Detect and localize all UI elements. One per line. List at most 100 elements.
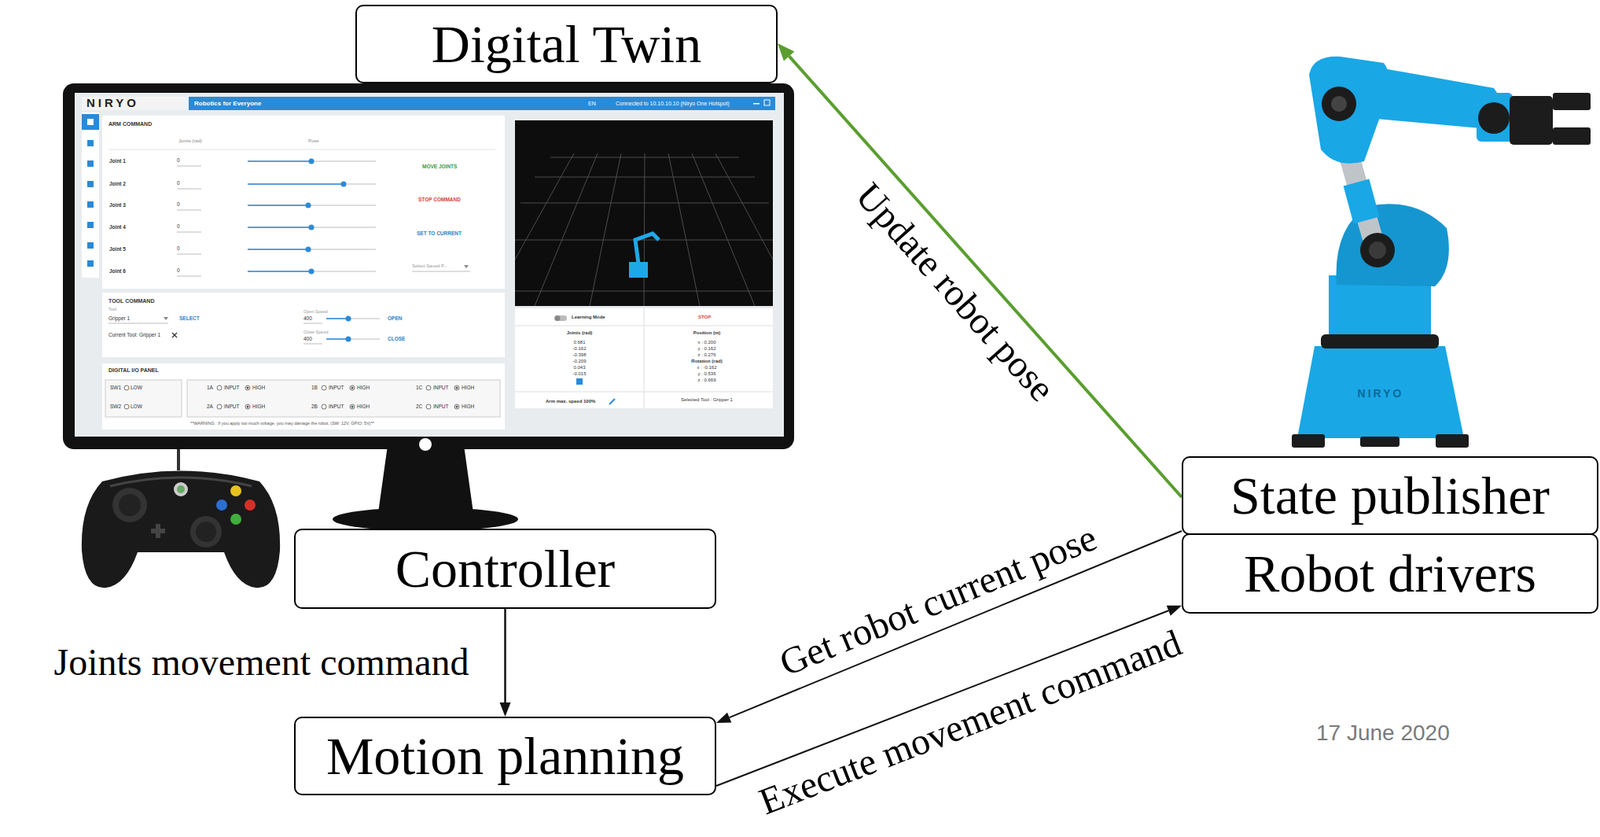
- arrowhead: [716, 712, 732, 723]
- illustration-shape: [454, 404, 460, 409]
- process-box: Controller: [294, 528, 717, 609]
- illustration-shape: [635, 233, 659, 264]
- screen-text: Joint 6: [109, 268, 126, 275]
- screen-text: 2C: [415, 403, 423, 410]
- illustration-shape: [108, 161, 471, 344]
- illustration-shape: [87, 221, 94, 229]
- screen-text: HIGH: [252, 403, 265, 410]
- screen-text: LOW: [130, 403, 143, 410]
- illustration-shape: [187, 379, 501, 417]
- illustration-shape: [112, 487, 148, 523]
- illustration-shape: [74, 92, 784, 437]
- illustration-shape: [102, 363, 505, 430]
- screen-text: y : 0.162: [697, 345, 716, 352]
- screen-text: 2A: [206, 403, 214, 410]
- illustration-shape: [176, 448, 181, 471]
- illustration-shape: [351, 386, 354, 390]
- screen-text: HIGH: [356, 384, 370, 391]
- illustration-shape: [691, 153, 755, 306]
- illustration-shape: [1360, 436, 1400, 447]
- robot-arm: [1291, 56, 1591, 448]
- illustration-shape: [764, 99, 770, 106]
- screen-text: 0: [176, 267, 181, 274]
- illustration-shape: [411, 271, 471, 273]
- screen-text: ARM COMMAND: [108, 121, 152, 128]
- illustration-shape: [230, 513, 242, 525]
- illustration-shape: [62, 83, 795, 449]
- illustration-shape: [247, 248, 309, 251]
- illustration-shape: [305, 246, 312, 253]
- connector: [716, 605, 1182, 786]
- illustration-shape: [554, 315, 567, 321]
- illustration-shape: [341, 181, 347, 188]
- illustration-shape: [609, 398, 615, 405]
- screen-text: Pose: [308, 138, 320, 144]
- illustration-shape: [124, 385, 460, 409]
- screen-text: INPUT: [224, 384, 240, 391]
- illustration-shape: [246, 386, 459, 409]
- edge-label: Get robot current pose: [773, 516, 1103, 685]
- screen-text: Robotics for Everyone: [194, 99, 262, 108]
- illustration-shape: [1320, 334, 1439, 349]
- process-box: Digital Twin: [355, 4, 778, 84]
- screen-text: Joint 3: [109, 202, 126, 209]
- illustration-shape: [246, 386, 250, 390]
- illustration-shape: [87, 201, 94, 208]
- illustration-shape: [1356, 182, 1367, 221]
- illustration-shape: [456, 386, 459, 390]
- illustration-shape: [87, 260, 94, 267]
- illustration-shape: [102, 115, 505, 289]
- process-box: Robot drivers: [1181, 533, 1599, 614]
- illustration-shape: [105, 379, 182, 417]
- illustration-shape: [555, 315, 561, 321]
- illustration-shape: [176, 275, 202, 277]
- illustration-shape: [303, 343, 323, 345]
- screen-text: x : -0.162: [696, 364, 717, 371]
- screen-text: 0: [176, 223, 181, 230]
- illustration-shape: [81, 96, 189, 111]
- screen-text: 0.681: [573, 339, 585, 346]
- illustration-shape: [1478, 102, 1510, 134]
- illustration-shape: [1297, 345, 1464, 438]
- screen-text: MOVE JOINTS: [422, 163, 457, 170]
- box-label: Robot drivers: [1243, 544, 1537, 604]
- box-label: Motion planning: [326, 726, 685, 786]
- screen-text: NIRYO: [1357, 386, 1405, 401]
- illustration-shape: [102, 292, 505, 357]
- illustration-shape: [456, 405, 459, 409]
- illustration-shape: [1368, 241, 1387, 259]
- illustration-shape: [351, 405, 354, 409]
- screen-text: HIGH: [461, 403, 475, 410]
- screen-text: INPUT: [433, 403, 449, 410]
- illustration-shape: [426, 385, 431, 390]
- illustration-shape: [1509, 95, 1553, 145]
- screen-text: STOP: [698, 314, 711, 320]
- illustration-shape: [305, 158, 352, 343]
- screen-text: SELECT: [179, 315, 200, 322]
- illustration-shape: [628, 261, 648, 278]
- screen-text: 0.043: [573, 364, 585, 371]
- illustration-shape: [326, 317, 349, 320]
- screen-text: x : 0.200: [697, 339, 716, 346]
- illustration-shape: [321, 385, 327, 390]
- illustration-shape: [247, 270, 312, 273]
- illustration-shape: [230, 485, 242, 497]
- illustration-shape: [514, 325, 773, 327]
- illustration-shape: [216, 499, 228, 511]
- screen-text: 2B: [311, 403, 318, 410]
- arrowhead: [777, 43, 795, 61]
- screen-text: Close Speed: [303, 329, 329, 335]
- screen-text: HIGH: [252, 384, 265, 391]
- illustration-shape: [176, 231, 202, 233]
- illustration-shape: [378, 445, 474, 513]
- screen-text: NIRYO: [86, 95, 140, 111]
- illustration-shape: [87, 118, 94, 126]
- screen-text: Position (m): [693, 330, 721, 336]
- illustration-shape: [172, 332, 177, 338]
- screen-text: Joint 5: [109, 246, 126, 253]
- connector-line: [789, 55, 1182, 497]
- screen-text: Joints (rad): [566, 330, 593, 336]
- illustration-shape: [668, 153, 700, 306]
